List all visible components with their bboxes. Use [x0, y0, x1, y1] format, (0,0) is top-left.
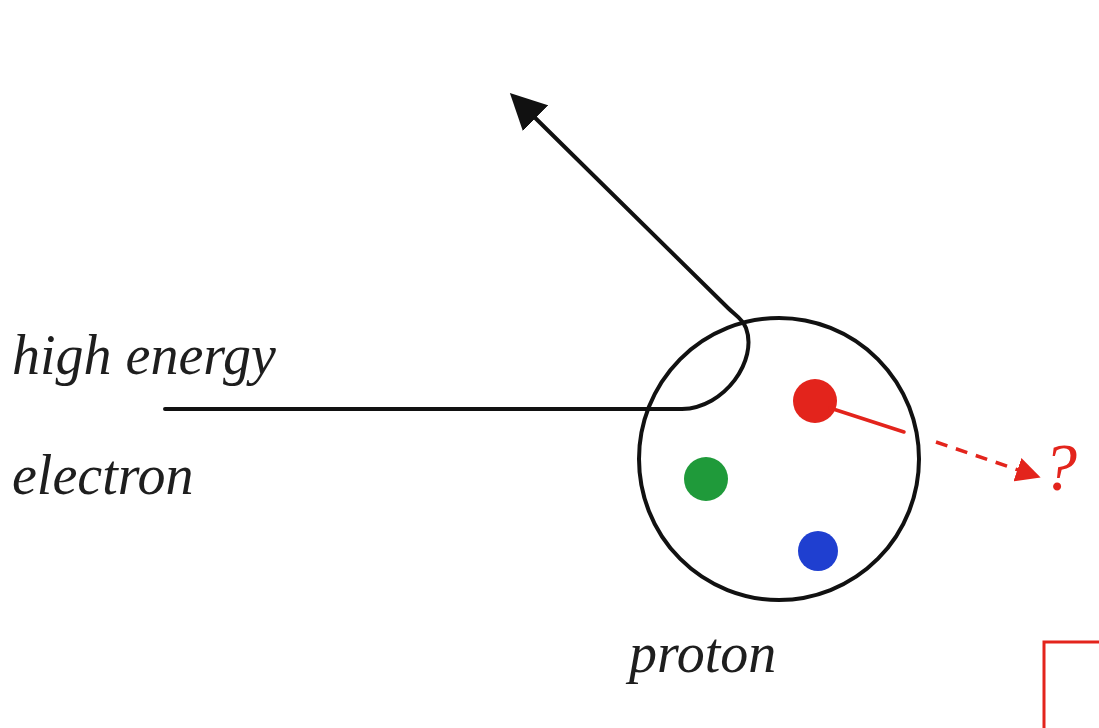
- proton-outline: [637, 316, 921, 602]
- red-box-fragment: [1044, 642, 1099, 728]
- red-quark: [793, 379, 837, 423]
- quark-track: [830, 408, 904, 432]
- particle-label: high energy electron: [12, 295, 342, 535]
- dashed-arrow: [936, 442, 1036, 476]
- question-mark: ?: [1043, 428, 1093, 506]
- proton-circle: proton: [637, 316, 921, 602]
- green-quark: [684, 457, 728, 501]
- blue-quark: [798, 531, 838, 571]
- proton-outline-ellipse: [639, 318, 919, 600]
- particle-name: proton: [629, 621, 776, 685]
